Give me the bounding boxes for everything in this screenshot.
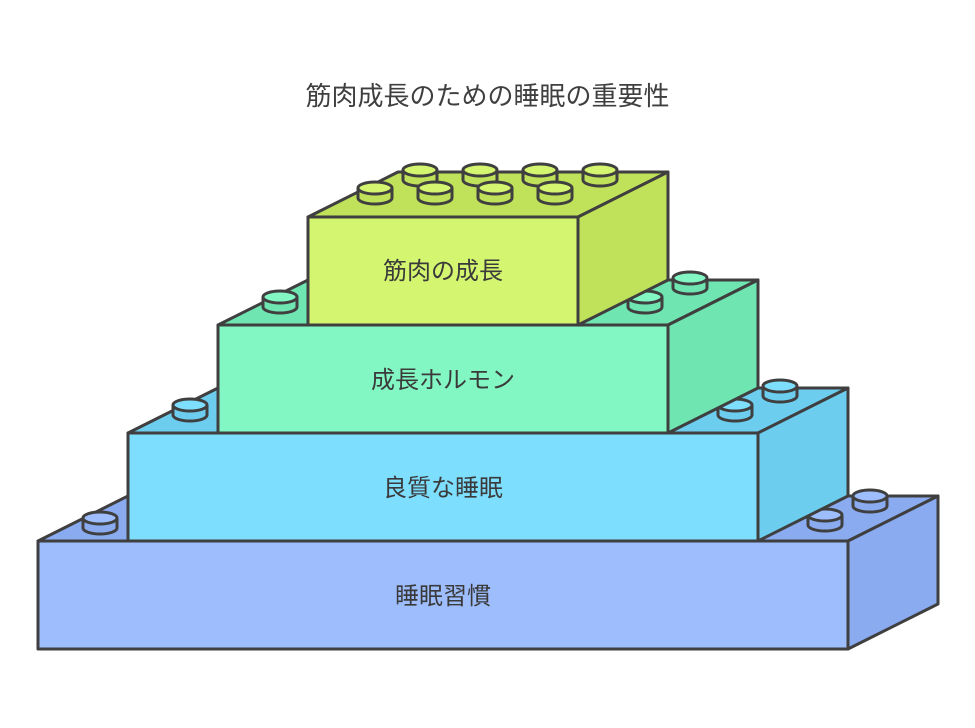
tier-label-growth-hormone: 成長ホルモン (371, 366, 515, 394)
brick-front-face (36, 539, 850, 651)
stud (261, 289, 299, 315)
stud (171, 397, 209, 423)
stud (851, 488, 889, 514)
tier-2-studs (261, 270, 709, 315)
brick-front-face (126, 431, 760, 543)
stud (81, 510, 119, 536)
stud (356, 180, 394, 206)
tier-3-studs (171, 378, 799, 423)
stud (536, 180, 574, 206)
tier-label-muscle-growth: 筋肉の成長 (383, 257, 503, 285)
tier-muscle-growth (306, 170, 670, 327)
brick-front-face (306, 215, 580, 327)
tier-label-quality-sleep: 良質な睡眠 (383, 474, 503, 502)
tier-1-studs (356, 162, 619, 206)
diagram-title: 筋肉成長のための睡眠の重要性 (305, 82, 670, 112)
stud (581, 162, 619, 188)
stud (416, 180, 454, 206)
tier-label-sleep-habits: 睡眠習慣 (395, 582, 491, 610)
stud (671, 270, 709, 296)
stud (476, 180, 514, 206)
stud (806, 507, 844, 533)
tier-4-studs (81, 488, 889, 536)
stud (761, 378, 799, 404)
brick-front-face (216, 323, 670, 435)
